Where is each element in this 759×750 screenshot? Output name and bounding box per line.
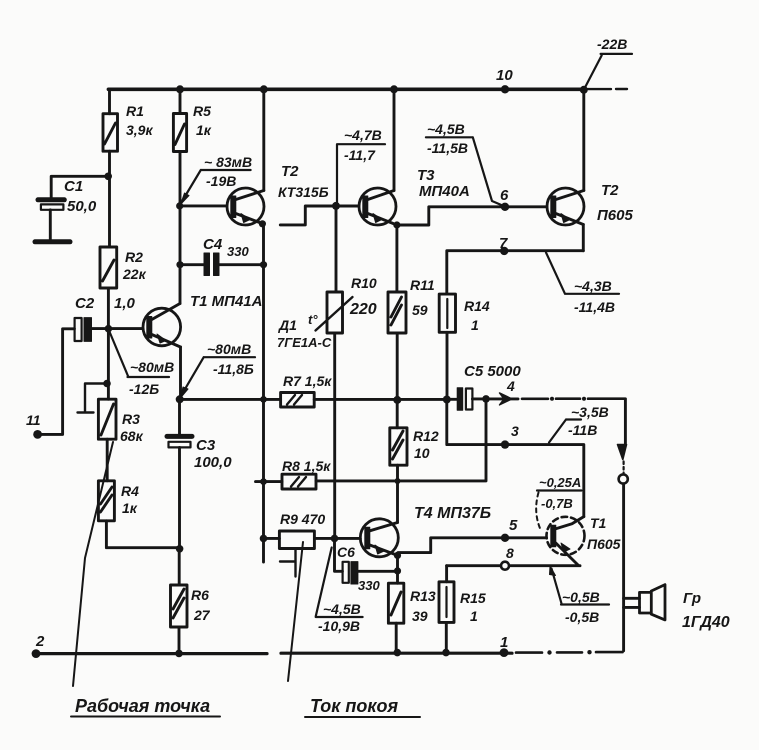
- svg-text:3,9к: 3,9к: [126, 122, 153, 138]
- svg-text:-11,8Б: -11,8Б: [213, 361, 254, 377]
- svg-text:~80мВ: ~80мВ: [130, 359, 174, 375]
- svg-text:~4,5В: ~4,5В: [427, 121, 465, 137]
- svg-text:68к: 68к: [120, 428, 144, 444]
- svg-text:Т1 МП41А: Т1 МП41А: [190, 293, 262, 310]
- svg-text:330: 330: [227, 244, 249, 259]
- svg-text:39: 39: [412, 608, 428, 624]
- svg-text:R1: R1: [126, 103, 144, 119]
- svg-text:~0,25А: ~0,25А: [539, 475, 581, 490]
- svg-text:t°: t°: [308, 312, 318, 327]
- svg-text:-11,5В: -11,5В: [427, 140, 468, 156]
- svg-text:220: 220: [349, 301, 377, 318]
- svg-text:Т4 МП37Б: Т4 МП37Б: [414, 505, 491, 522]
- svg-text:R8 1,5к: R8 1,5к: [282, 458, 331, 474]
- svg-text:R5: R5: [193, 103, 211, 119]
- svg-text:П605: П605: [597, 207, 633, 224]
- svg-text:Рабочая точка: Рабочая точка: [75, 696, 210, 716]
- svg-text:330: 330: [358, 578, 380, 593]
- svg-text:R10: R10: [351, 275, 377, 291]
- svg-text:C4: C4: [203, 236, 223, 253]
- svg-text:R2: R2: [125, 249, 143, 265]
- svg-text:R12: R12: [413, 428, 439, 444]
- svg-text:2: 2: [35, 633, 45, 650]
- svg-text:3: 3: [511, 423, 519, 439]
- svg-text:C3: C3: [196, 437, 216, 454]
- svg-text:П605: П605: [587, 536, 621, 552]
- svg-text:Т2: Т2: [281, 163, 299, 180]
- svg-text:4: 4: [506, 378, 515, 394]
- svg-text:C1: C1: [64, 178, 83, 195]
- svg-text:КТ315Б: КТ315Б: [278, 184, 329, 200]
- svg-text:-11,4В: -11,4В: [574, 299, 615, 315]
- svg-text:R15: R15: [460, 590, 486, 606]
- svg-text:1,0: 1,0: [114, 295, 136, 312]
- svg-text:R11: R11: [410, 277, 435, 293]
- svg-text:-11В: -11В: [568, 422, 597, 438]
- svg-text:-0,5В: -0,5В: [565, 609, 599, 625]
- svg-text:~4,3В: ~4,3В: [574, 278, 612, 294]
- svg-text:~0,5В: ~0,5В: [562, 589, 600, 605]
- svg-text:R3: R3: [122, 411, 140, 427]
- svg-text:~80мВ: ~80мВ: [207, 341, 251, 357]
- svg-text:-22В: -22В: [597, 36, 627, 52]
- svg-text:Т1: Т1: [590, 515, 607, 531]
- svg-text:~ 83мВ: ~ 83мВ: [204, 154, 252, 170]
- svg-text:1ГД40: 1ГД40: [682, 614, 730, 631]
- svg-text:22к: 22к: [122, 266, 147, 282]
- svg-text:59: 59: [412, 302, 428, 318]
- svg-text:МП40А: МП40А: [419, 183, 470, 200]
- svg-text:-19В: -19В: [206, 173, 236, 189]
- svg-text:C5 5000: C5 5000: [464, 363, 521, 380]
- svg-text:Ток покоя: Ток покоя: [310, 696, 399, 716]
- svg-text:R4: R4: [121, 483, 139, 499]
- svg-text:~4,5В: ~4,5В: [323, 601, 361, 617]
- svg-text:10: 10: [414, 445, 430, 461]
- svg-text:-0,7В: -0,7В: [541, 496, 573, 511]
- svg-text:Гр: Гр: [683, 590, 701, 607]
- svg-text:1: 1: [500, 634, 508, 651]
- svg-text:1: 1: [470, 608, 478, 624]
- svg-text:-12Б: -12Б: [129, 381, 159, 397]
- svg-text:Т2: Т2: [601, 182, 619, 199]
- svg-text:-10,9В: -10,9В: [318, 618, 360, 634]
- svg-text:R6: R6: [191, 587, 209, 603]
- svg-text:6: 6: [500, 187, 509, 204]
- svg-text:R13: R13: [410, 588, 436, 604]
- svg-text:Т3: Т3: [417, 167, 435, 184]
- svg-text:R7 1,5к: R7 1,5к: [283, 373, 332, 389]
- svg-text:C2: C2: [75, 295, 95, 312]
- svg-text:С6: С6: [337, 544, 355, 560]
- svg-text:7: 7: [499, 235, 508, 252]
- svg-text:~4,7В: ~4,7В: [344, 127, 382, 143]
- svg-text:1: 1: [471, 317, 479, 333]
- svg-text:R14: R14: [464, 298, 490, 314]
- svg-text:5: 5: [509, 517, 518, 534]
- svg-text:27: 27: [193, 607, 211, 623]
- svg-text:10: 10: [496, 67, 513, 84]
- svg-text:11: 11: [26, 412, 41, 428]
- svg-text:50,0: 50,0: [67, 198, 97, 215]
- svg-text:-11,7: -11,7: [344, 147, 376, 163]
- svg-text:1к: 1к: [196, 122, 212, 138]
- svg-text:8: 8: [506, 545, 514, 561]
- svg-text:1к: 1к: [122, 500, 138, 516]
- svg-text:Д1: Д1: [278, 317, 297, 333]
- svg-text:7ГЕ1А-С: 7ГЕ1А-С: [277, 335, 332, 350]
- svg-text:R9 470: R9 470: [280, 511, 325, 527]
- svg-text:~3,5В: ~3,5В: [571, 404, 609, 420]
- svg-text:100,0: 100,0: [194, 454, 232, 471]
